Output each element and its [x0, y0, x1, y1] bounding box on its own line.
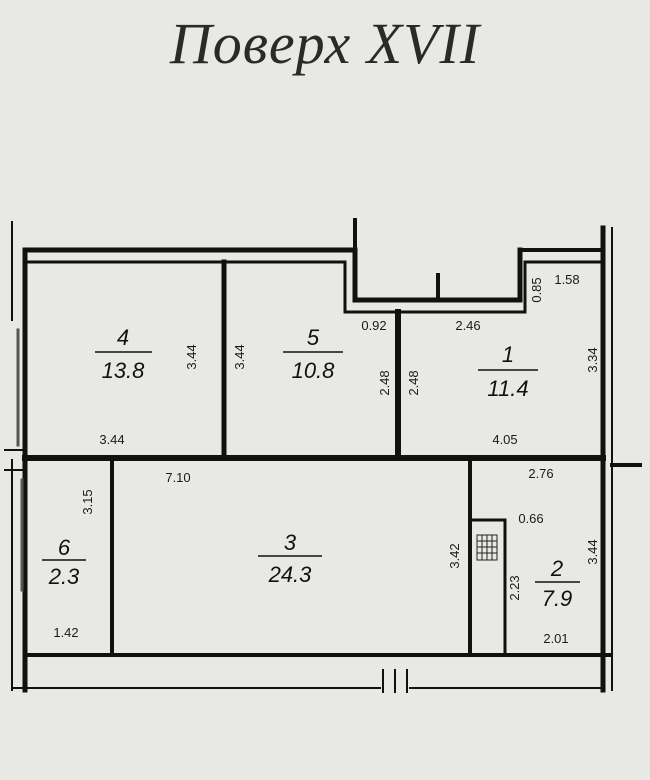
dim-balcony-width: 1.58	[554, 272, 579, 287]
dim-r2-shaft: 0.66	[518, 511, 543, 526]
dim-r4-height: 3.44	[184, 344, 199, 369]
wall-inner-top	[23, 260, 602, 314]
stub-left	[4, 449, 26, 471]
dim-r1-inner: 2.48	[406, 370, 421, 395]
ventilation-shaft-icon	[476, 534, 498, 561]
dim-r5-height: 3.44	[232, 344, 247, 369]
stub-bottom	[382, 669, 408, 693]
dim-r6-top: 3.15	[80, 489, 95, 514]
wall-top-left	[22, 247, 358, 303]
dim-r2-top: 2.76	[528, 466, 553, 481]
room-5-area: 10.8	[292, 358, 336, 383]
floor-title: Поверх XVII	[169, 11, 481, 76]
dim-r1-height: 3.34	[585, 347, 600, 372]
shaft	[468, 518, 507, 657]
room-6-number: 6	[58, 535, 71, 560]
room-2-area: 7.9	[542, 586, 573, 611]
room-1-area: 11.4	[487, 376, 528, 401]
dim-r5-inner: 2.48	[377, 370, 392, 395]
wall-top-notch	[352, 247, 523, 303]
dim-balcony-height: 0.85	[529, 277, 544, 302]
dim-r1-bottom: 4.05	[492, 432, 517, 447]
room-5-number: 5	[307, 325, 320, 350]
dim-r4-width: 3.44	[99, 432, 124, 447]
dim-hall-width: 7.10	[165, 470, 190, 485]
room-3-number: 3	[284, 530, 297, 555]
dim-r2-bottom: 2.01	[543, 631, 568, 646]
dim-r6-bottom: 1.42	[53, 625, 78, 640]
room-4-area: 13.8	[102, 358, 146, 383]
dim-r2-height: 3.44	[585, 539, 600, 564]
room-2-number: 2	[550, 556, 563, 581]
dim-hall-height: 3.42	[447, 543, 462, 568]
stub-top	[353, 218, 440, 302]
dim-r5-door: 0.92	[361, 318, 386, 333]
room-3-area: 24.3	[268, 562, 313, 587]
room-4-number: 4	[117, 325, 129, 350]
room-1-number: 1	[502, 342, 514, 367]
window-left	[16, 328, 24, 592]
dim-r2-left: 2.23	[507, 575, 522, 600]
room-6-area: 2.3	[48, 564, 80, 589]
dim-r1-top: 2.46	[455, 318, 480, 333]
